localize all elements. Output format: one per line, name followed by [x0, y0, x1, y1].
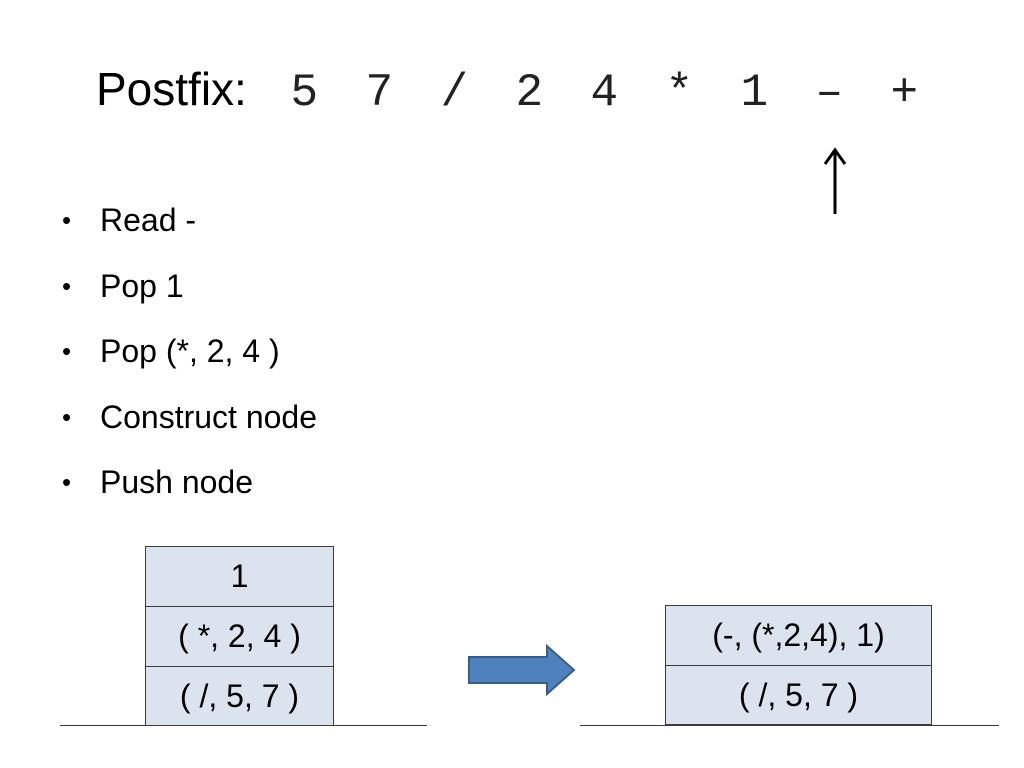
bullet-icon: •	[62, 270, 72, 301]
stack-cell: ( /, 5, 7 )	[666, 665, 931, 725]
step-item: • Push node	[58, 450, 317, 516]
token-4: 4	[590, 67, 619, 119]
token-7: –	[815, 67, 844, 119]
step-text: Construct node	[100, 398, 318, 435]
step-text: Push node	[100, 464, 254, 500]
stack-cell: 1	[146, 546, 333, 606]
stack-cell: (-, (*,2,4), 1)	[666, 605, 931, 665]
bullet-icon: •	[62, 401, 72, 432]
step-item: • Construct node	[58, 385, 317, 451]
postfix-title: Postfix: 5 7 / 2 4 * 1 – +	[96, 62, 942, 132]
token-5: *	[665, 67, 694, 119]
step-list: • Read - • Pop 1 • Pop (*, 2, 4 ) • Construc…	[58, 188, 317, 516]
stack-after-base-line	[580, 725, 999, 726]
token-8: +	[890, 67, 919, 119]
stack-before: 1 ( *, 2, 4 ) ( /, 5, 7 )	[145, 546, 334, 726]
stack-before-base-line	[60, 725, 427, 726]
token-1: 7	[365, 67, 394, 119]
up-arrow-icon	[823, 147, 847, 214]
bullet-icon: •	[62, 336, 72, 366]
bullet-icon: •	[62, 467, 72, 497]
step-text: Read -	[100, 202, 197, 238]
token-2: /	[440, 67, 469, 119]
postfix-label: Postfix:	[96, 63, 247, 115]
token-0: 5	[290, 67, 319, 119]
step-text: Pop 1	[100, 267, 184, 304]
bullet-icon: •	[62, 205, 72, 235]
stack-cell: ( *, 2, 4 )	[146, 606, 333, 666]
stack-after: (-, (*,2,4), 1) ( /, 5, 7 )	[665, 605, 932, 725]
step-item: • Pop (*, 2, 4 )	[58, 319, 317, 385]
step-item: • Read -	[58, 188, 317, 254]
token-6: 1	[740, 67, 769, 119]
token-3: 2	[515, 67, 544, 119]
step-text: Pop (*, 2, 4 )	[100, 333, 280, 369]
stack-cell: ( /, 5, 7 )	[146, 666, 333, 726]
step-item: • Pop 1	[58, 254, 317, 320]
right-arrow-icon	[468, 643, 576, 697]
